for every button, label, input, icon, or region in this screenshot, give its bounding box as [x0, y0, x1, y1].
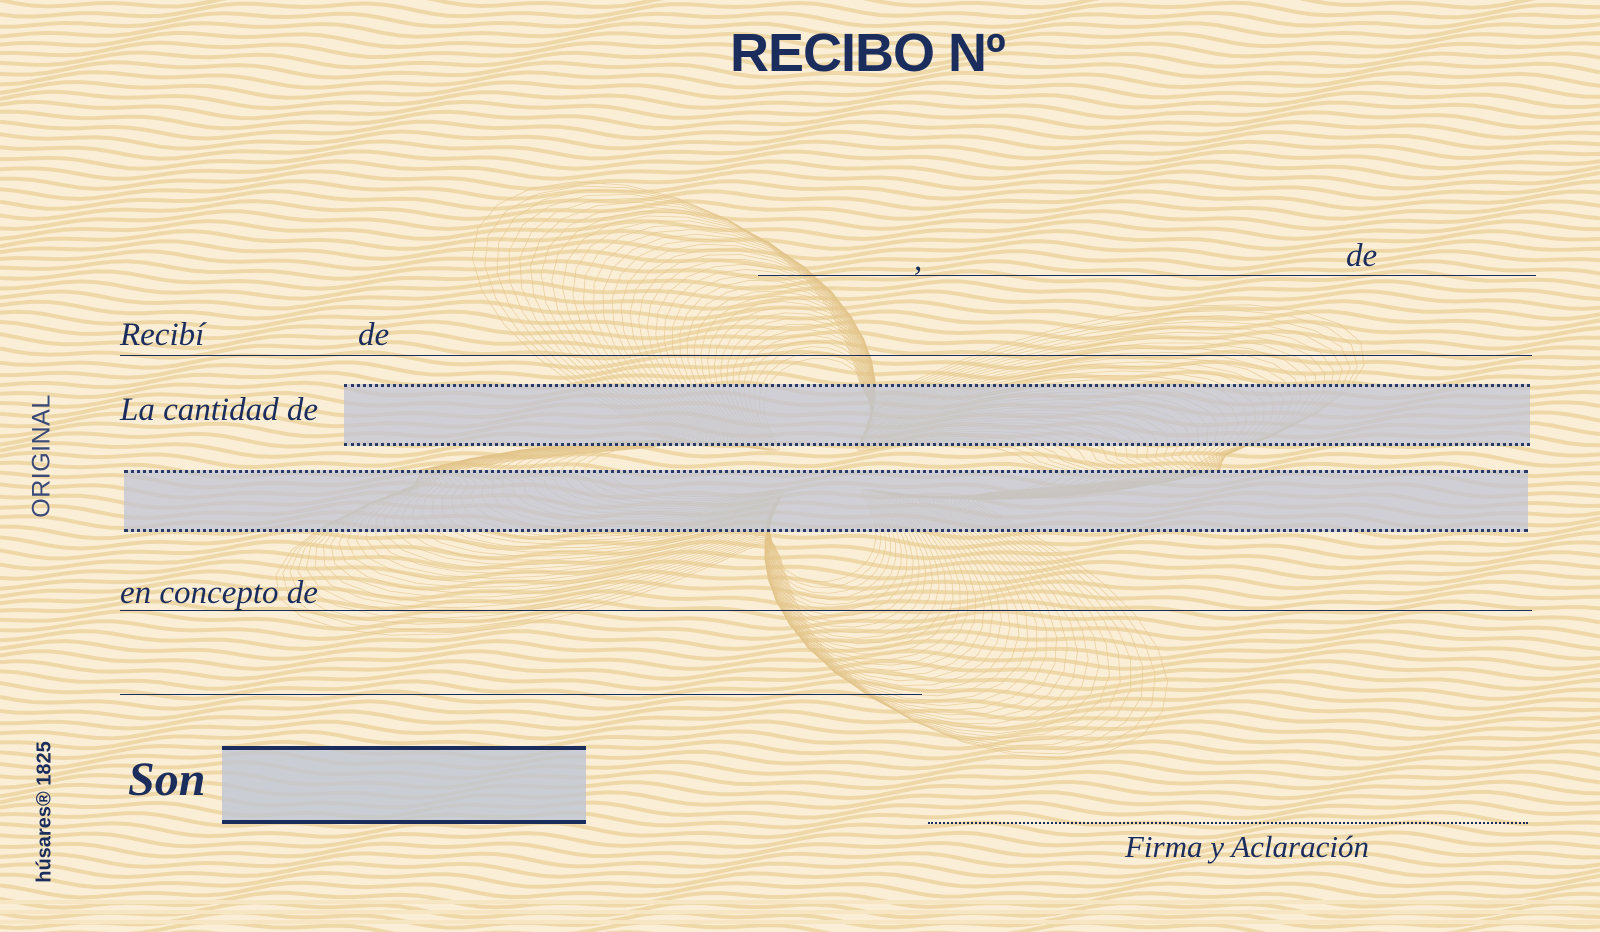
- guilloche-wave: [0, 559, 1600, 581]
- cantidad-continuation-band[interactable]: [124, 470, 1528, 532]
- guilloche-wave: [42, 920, 1600, 932]
- guilloche-wave: [0, 589, 1600, 611]
- guilloche-wave: [0, 99, 1600, 121]
- guilloche-wave: [0, 188, 1600, 211]
- paper-edge-stripe: [0, 920, 1600, 924]
- guilloche-wave: [0, 880, 1600, 900]
- guilloche-wave: [0, 689, 1600, 711]
- guilloche-wave: [0, 129, 1600, 151]
- son-label: Son: [128, 753, 206, 806]
- guilloche-wave: [0, 539, 1600, 561]
- concepto-second-line[interactable]: [120, 694, 922, 695]
- guilloche-wave: [0, 719, 1600, 741]
- guilloche-wave: [0, 840, 1600, 860]
- recibi-field-line[interactable]: [120, 355, 1532, 356]
- guilloche-wave: [0, 21, 1600, 40]
- guilloche-wave: [0, 910, 1600, 931]
- guilloche-wave: [0, 659, 1600, 682]
- date-de-label: de: [1346, 238, 1378, 274]
- guilloche-wave: [0, 169, 1600, 191]
- guilloche-wave: [0, 629, 1600, 652]
- concepto-label: en concepto de: [120, 575, 318, 611]
- guilloche-wave: [0, 678, 1600, 701]
- guilloche-wave: [0, 238, 1600, 262]
- paper-edge-stripe: [0, 900, 1600, 904]
- signature-label: Firma y Aclaración: [1125, 829, 1369, 864]
- guilloche-wave: [0, 529, 1600, 551]
- recibi-de-label: de: [358, 317, 390, 353]
- guilloche-wave: [0, 30, 1600, 50]
- guilloche-wave: [0, 179, 1600, 202]
- guilloche-wave: [0, 549, 1600, 571]
- guilloche-wave: [0, 669, 1600, 692]
- guilloche-wave: [0, 10, 1600, 30]
- guilloche-wave: [0, 319, 1600, 341]
- guilloche-wave: [0, 89, 1600, 111]
- recibi-label: Recibí: [120, 317, 205, 353]
- guilloche-wave: [0, 249, 1600, 272]
- guilloche-wave: [0, 228, 1600, 251]
- guilloche-wave: [0, 40, 1600, 59]
- cantidad-field-band[interactable]: [344, 384, 1530, 446]
- copy-label-original: ORIGINAL: [27, 394, 56, 518]
- guilloche-wave: [0, 830, 1600, 850]
- receipt-title: RECIBO Nº: [730, 23, 1006, 83]
- date-comma: ,: [914, 242, 923, 278]
- cantidad-label: La cantidad de: [120, 392, 318, 428]
- guilloche-wave: [0, 699, 1600, 722]
- guilloche-wave: [0, 729, 1600, 751]
- guilloche-wave: [0, 0, 1537, 10]
- guilloche-wave: [0, 579, 1600, 601]
- guilloche-wave: [0, 218, 1600, 242]
- guilloche-wave: [0, 0, 1600, 20]
- guilloche-wave: [0, 739, 1600, 761]
- son-amount-box[interactable]: [222, 746, 586, 824]
- guilloche-wave: [0, 279, 1600, 301]
- guilloche-wave: [0, 109, 1600, 131]
- guilloche-wave: [0, 648, 1600, 672]
- guilloche-wave: [0, 60, 1600, 80]
- guilloche-wave: [0, 709, 1600, 731]
- guilloche-wave: [0, 638, 1600, 661]
- concepto-field-line[interactable]: [120, 610, 1532, 611]
- guilloche-wave: [0, 870, 1600, 890]
- guilloche-wave: [0, 299, 1600, 321]
- date-field-line[interactable]: [758, 275, 1536, 276]
- guilloche-wave: [0, 369, 1600, 391]
- guilloche-wave: [0, 289, 1600, 311]
- guilloche-wave: [0, 569, 1600, 591]
- guilloche-wave: [0, 50, 1600, 70]
- guilloche-wave: [0, 159, 1600, 181]
- guilloche-wave: [0, 79, 1600, 100]
- guilloche-wave: [0, 199, 1600, 222]
- guilloche-wave: [0, 209, 1600, 232]
- signature-line[interactable]: [928, 822, 1528, 824]
- guilloche-wave: [0, 349, 1600, 371]
- guilloche-wave: [0, 339, 1600, 361]
- guilloche-wave: [0, 450, 1600, 470]
- guilloche-wave: [0, 70, 1600, 90]
- guilloche-wave: [0, 440, 1600, 459]
- paper-edge-stripe: [0, 910, 1600, 914]
- guilloche-wave: [0, 149, 1600, 171]
- guilloche-wave: [0, 119, 1600, 141]
- guilloche-wave: [0, 851, 1600, 870]
- guilloche-wave: [0, 139, 1600, 161]
- guilloche-wave: [0, 861, 1600, 880]
- guilloche-wave: [0, 820, 1600, 840]
- brand-logo-text: húsares® 1825: [33, 741, 56, 883]
